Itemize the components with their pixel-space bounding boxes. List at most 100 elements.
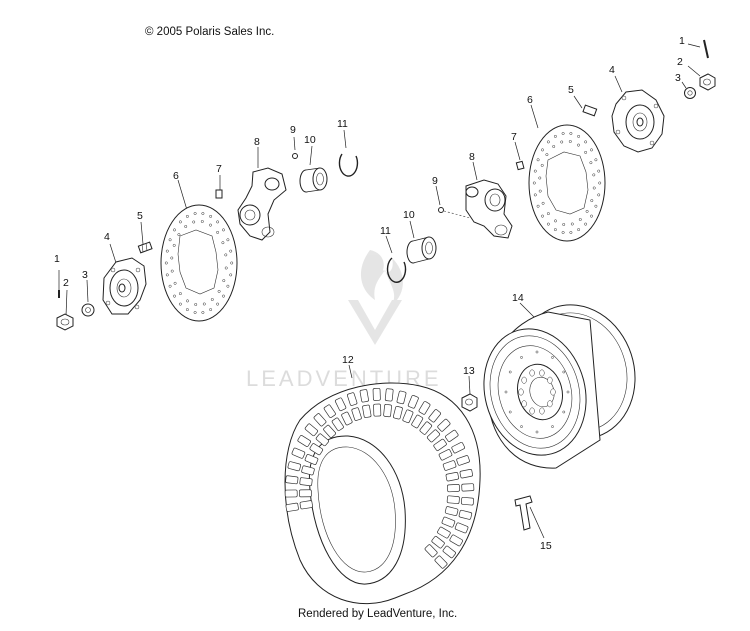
rim-rivet (566, 390, 570, 394)
tread-block (446, 495, 460, 504)
callout-right-5: 5 (568, 84, 574, 96)
disc-vent-hole (584, 140, 588, 144)
disc-vent-hole (562, 223, 566, 226)
disc-vent-hole (541, 201, 545, 205)
rim-lug-hole (539, 407, 545, 415)
tread-block (304, 423, 318, 437)
disc-vent-hole (193, 311, 197, 314)
disc-vent-hole (577, 143, 580, 147)
tread-block (285, 475, 299, 485)
disc-vent-hole (594, 204, 598, 208)
disc-vent-hole (193, 212, 197, 215)
callout-left-8: 8 (254, 136, 260, 148)
tread-block (297, 435, 311, 447)
tread-block (418, 401, 431, 415)
callout-left-11: 11 (337, 118, 348, 130)
rim-rivet (508, 370, 512, 374)
copyright-text: © 2005 Polaris Sales Inc. (145, 26, 275, 38)
disc-vent-hole (170, 269, 174, 273)
tread-block (437, 526, 451, 539)
disc-vent-hole (569, 132, 573, 135)
left-snap-ring (338, 129, 359, 177)
disc-vent-hole (217, 289, 221, 293)
disc-vent-hole (592, 186, 596, 190)
right-brake-bolt (514, 141, 525, 171)
rim-lug-hole (518, 388, 524, 396)
disc-vent-hole (178, 220, 182, 224)
disc-vent-hole (540, 163, 544, 167)
tread-block (411, 414, 424, 429)
right-castle-nut (687, 65, 716, 91)
rim-rivet (535, 430, 539, 434)
callout-14: 14 (512, 292, 524, 304)
tread-block (315, 433, 329, 447)
rim-lug-hole (521, 376, 527, 384)
callout-left-2: 2 (63, 277, 69, 289)
disc-vent-hole (229, 249, 233, 253)
callout-left-5: 5 (137, 210, 143, 222)
callout-left-4: 4 (104, 231, 110, 243)
disc-vent-hole (229, 273, 233, 277)
disc-vent-hole (209, 223, 212, 227)
disc-vent-hole (192, 220, 196, 224)
rim-rivet (551, 425, 554, 428)
tread-block (362, 404, 372, 418)
tread-block (456, 455, 470, 466)
right-cotter-pin (687, 39, 709, 59)
callout-right-10: 10 (403, 209, 415, 221)
disc-vent-hole (178, 292, 182, 296)
disc-vent-hole (230, 261, 234, 265)
right-wheel-hub (611, 75, 665, 153)
tread-block (437, 418, 451, 432)
tread-block (285, 502, 299, 512)
tread-block (396, 390, 407, 405)
tread-block (444, 506, 459, 516)
rim-rivet (520, 356, 523, 359)
callout-right-9: 9 (432, 175, 438, 187)
disc-vent-hole (168, 238, 172, 242)
disc-vent-hole (200, 220, 204, 223)
tread-block (445, 472, 459, 482)
callout-right-6: 6 (527, 94, 533, 106)
callout-right-1: 1 (679, 35, 685, 47)
tread-block (459, 469, 473, 479)
right-bearing (406, 220, 437, 264)
disc-vent-hole (541, 148, 544, 152)
disc-vent-hole (210, 298, 214, 301)
disc-vent-hole (178, 302, 182, 306)
disc-vent-hole (173, 294, 176, 298)
disc-vent-hole (168, 284, 172, 288)
right-knuckle (465, 161, 513, 239)
disc-vent-hole (536, 158, 540, 162)
callout-15: 15 (540, 540, 552, 552)
rim-rivet (504, 390, 508, 394)
disc-vent-hole (536, 204, 540, 208)
rim-rivet (520, 425, 523, 428)
callout-12: 12 (342, 354, 354, 366)
rendered-by-text: Rendered by LeadVenture, Inc. (298, 608, 458, 620)
tread-block (419, 421, 433, 435)
callout-right-7: 7 (511, 131, 517, 143)
rim-lug-hole (547, 376, 553, 384)
disc-vent-hole (173, 228, 176, 232)
tread-block (334, 397, 347, 412)
tread-block (428, 409, 441, 423)
tread-block (309, 443, 324, 456)
disc-vent-hole (172, 243, 176, 247)
right-washer (681, 81, 696, 99)
disc-vent-hole (224, 253, 228, 257)
disc-vent-hole (590, 214, 593, 218)
tread-block (372, 387, 381, 401)
disc-vent-hole (585, 209, 589, 213)
disc-vent-hole (538, 189, 542, 193)
callout-labels: 1 2 3 4 5 6 7 8 9 10 11 1 2 3 4 5 6 7 8 … (54, 35, 685, 552)
disc-vent-hole (170, 256, 174, 260)
disc-vent-hole (185, 214, 189, 218)
disc-vent-hole (545, 153, 549, 157)
tire (284, 364, 481, 605)
disc-vent-hole (201, 212, 205, 215)
disc-vent-hole (201, 311, 205, 314)
callout-right-4: 4 (609, 64, 615, 76)
tread-block (313, 413, 327, 427)
tread-block (433, 438, 447, 451)
